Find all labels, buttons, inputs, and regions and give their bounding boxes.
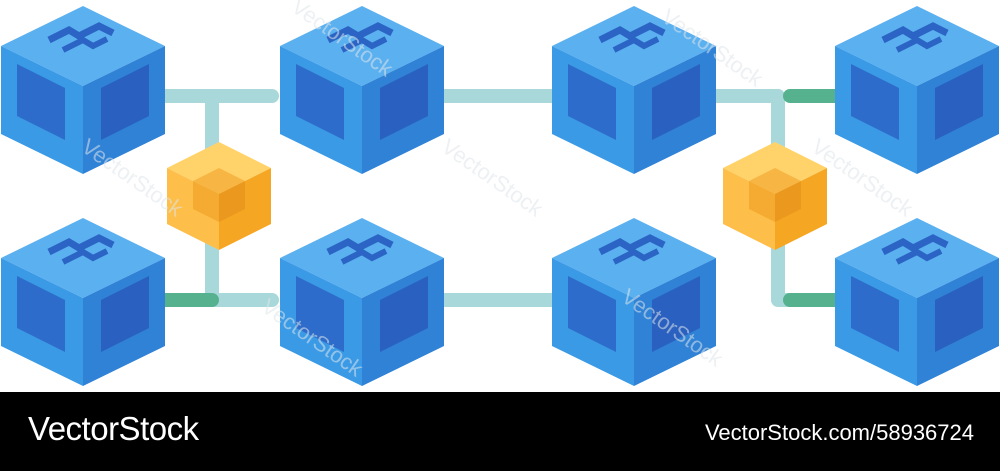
block-cube [1, 218, 165, 386]
image-id-text: VectorStock.com/58936724 [704, 420, 974, 445]
block-cube [280, 6, 444, 174]
watermark-text: VectorStock [437, 134, 548, 222]
blockchain-illustration: VectorStock VectorStock VectorStock Vect… [0, 0, 1000, 392]
brand-logo-text: VectorStock [28, 410, 199, 447]
hub-cube [723, 142, 827, 250]
block-cube [835, 6, 999, 174]
block-cube [835, 218, 999, 386]
footer-bar: VectorStock VectorStock.com/58936724 [0, 392, 1000, 471]
hub-cube [167, 142, 271, 250]
